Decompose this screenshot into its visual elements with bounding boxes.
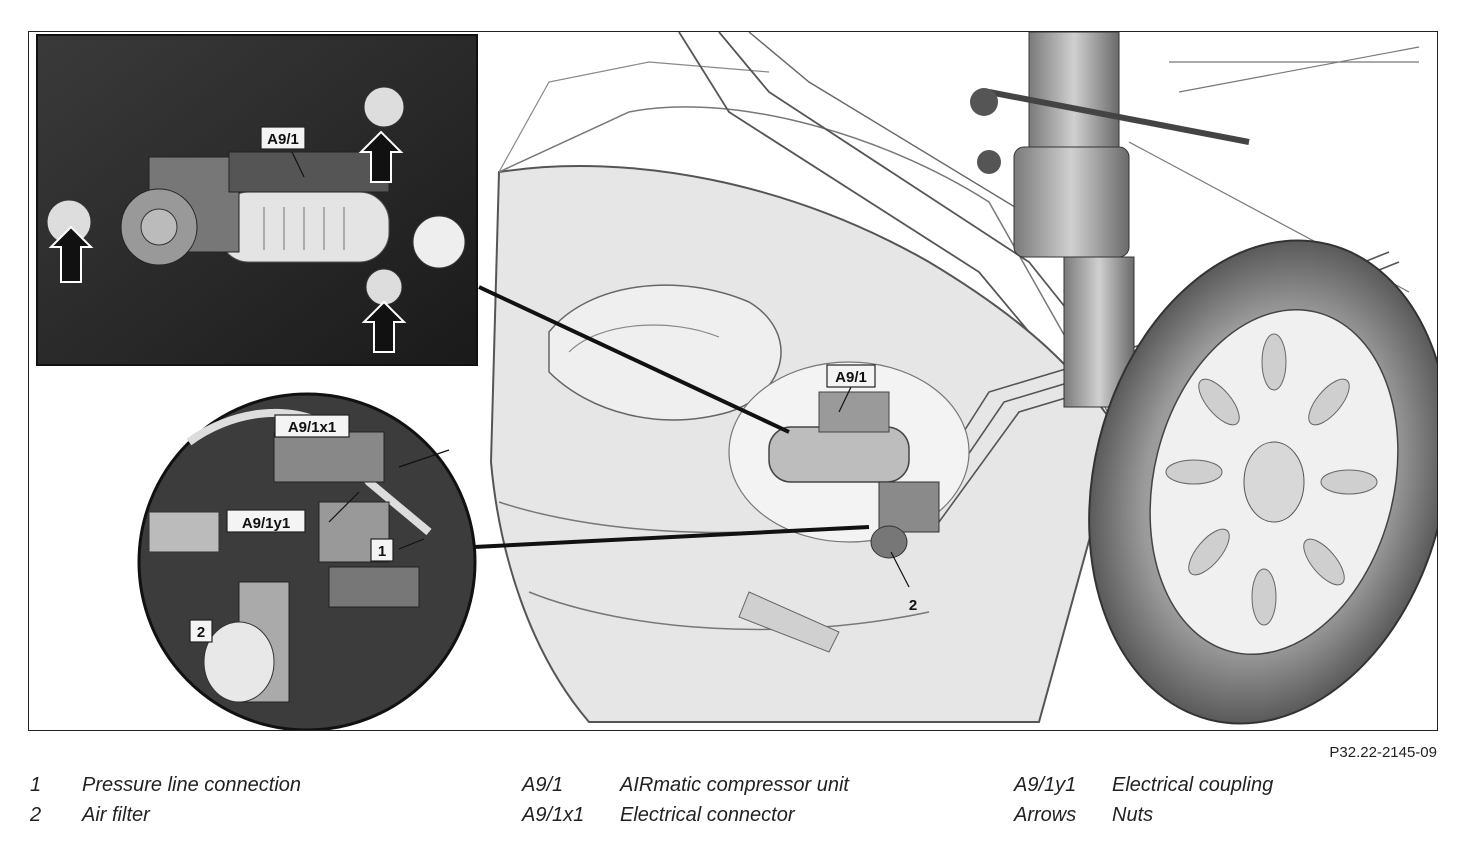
legend-desc-1: Pressure line connection — [82, 774, 302, 796]
air-strut — [970, 32, 1250, 408]
legend-key-a91: A9/1 — [522, 774, 564, 796]
inset-photo-compressor — [36, 34, 478, 366]
svg-text:A9/1x1: A9/1x1 — [288, 419, 336, 436]
legend-desc-a91x1: Electrical connector — [620, 804, 795, 826]
legend-desc-a91y1: Electrical coupling — [1112, 774, 1274, 796]
svg-text:2: 2 — [909, 597, 917, 614]
callout-a91-main: A9/1 — [826, 364, 876, 388]
callout-1: 1 — [370, 538, 394, 562]
legend-key-arrows: Arrows — [1014, 804, 1077, 826]
callout-2-circle: 2 — [189, 619, 213, 643]
connector-lines — [291, 151, 910, 588]
callout-a91y1: A9/1y1 — [226, 509, 306, 533]
callout-a91-inset: A9/1 — [260, 126, 306, 150]
svg-text:A9/1y1: A9/1y1 — [242, 515, 290, 532]
legend-key-1: 1 — [30, 774, 42, 796]
compressor-unit-main — [728, 361, 970, 559]
front-wheel — [1088, 239, 1437, 725]
callout-2-main: 2 — [909, 597, 917, 614]
legend-key-a91y1: A9/1y1 — [1014, 774, 1077, 796]
legend-key-2: 2 — [30, 804, 42, 826]
reference-code: P32.22-2145-09 — [1329, 744, 1437, 761]
svg-text:1: 1 — [378, 543, 386, 560]
nut-arrow-icon — [48, 130, 407, 353]
svg-text:A9/1: A9/1 — [835, 369, 867, 386]
diagram-illustration: A9/1 A9/1 A9/1x1 A9/1y1 1 2 2 — [36, 32, 1437, 730]
callout-a91x1: A9/1x1 — [274, 414, 350, 438]
svg-text:2: 2 — [197, 624, 205, 641]
legend-desc-arrows: Nuts — [1112, 804, 1154, 826]
legend: 1 Pressure line connection 2 Air filter … — [30, 772, 1440, 842]
inset-circle-detail — [137, 392, 477, 730]
legend-key-a91x1: A9/1x1 — [522, 804, 585, 826]
legend-desc-a91: AIRmatic compressor unit — [620, 774, 849, 796]
diagram-frame: A9/1 A9/1 A9/1x1 A9/1y1 1 2 2 — [28, 31, 1438, 731]
legend-desc-2: Air filter — [82, 804, 150, 826]
svg-text:A9/1: A9/1 — [267, 131, 299, 148]
